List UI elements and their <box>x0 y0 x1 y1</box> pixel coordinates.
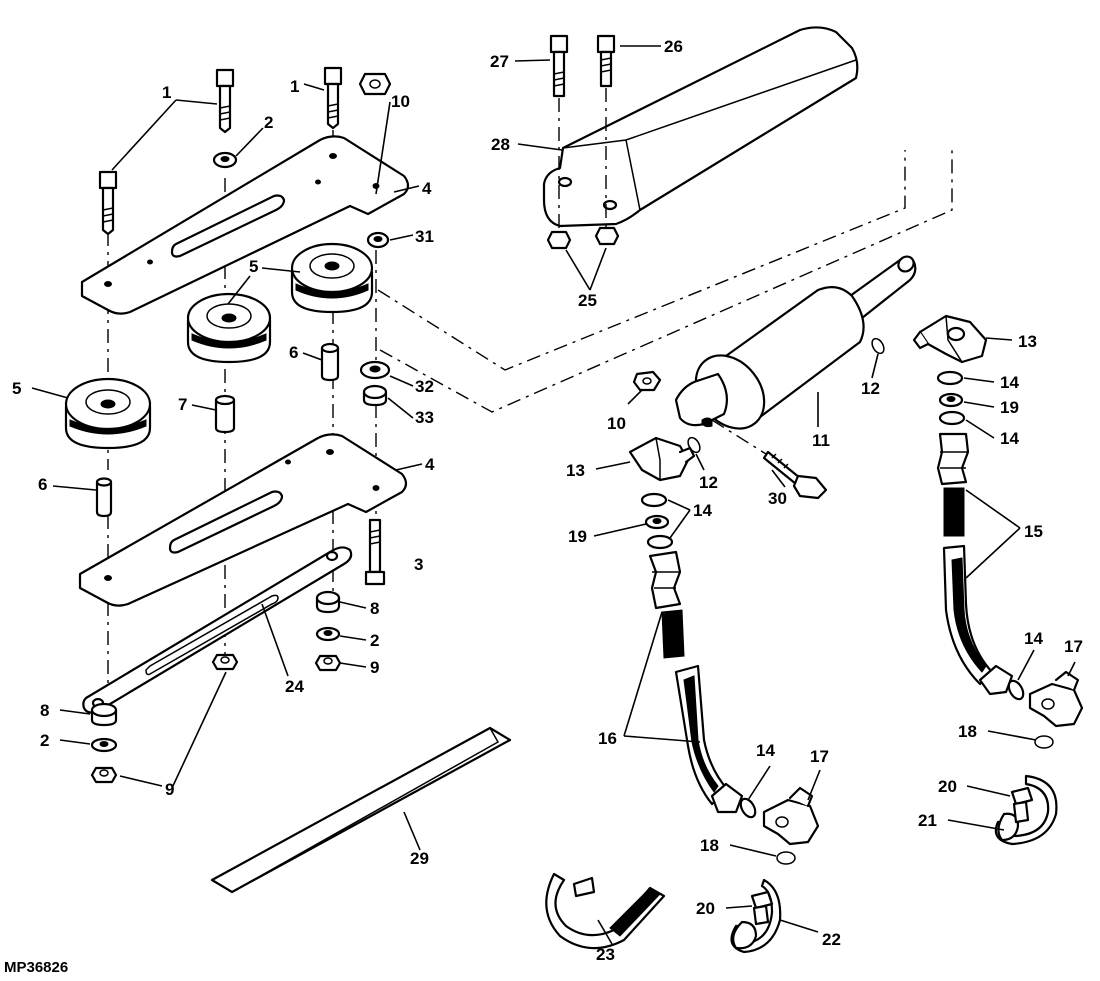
callout-7: 7 <box>178 395 187 414</box>
callout-1-a: 1 <box>162 83 171 102</box>
callout-27: 27 <box>490 52 509 71</box>
middle-nut <box>211 653 239 671</box>
callout-2-upper: 2 <box>264 113 273 132</box>
callout-14-right-b: 14 <box>1000 429 1019 448</box>
bolt-26 <box>596 34 616 228</box>
callout-2-left: 2 <box>40 731 49 750</box>
elbow-fitting-left <box>628 436 696 482</box>
lower-left-hardware <box>90 702 118 784</box>
callout-4-lower: 4 <box>425 455 435 474</box>
screw-20-right <box>1010 786 1034 824</box>
callout-16: 16 <box>598 729 617 748</box>
callout-14-lower-left: 14 <box>756 741 775 760</box>
callout-14-right-a: 14 <box>1000 373 1019 392</box>
callout-11: 11 <box>812 431 830 450</box>
callout-30: 30 <box>768 489 787 508</box>
pulley-left <box>64 377 152 450</box>
callout-31: 31 <box>415 227 434 246</box>
callout-17-left: 17 <box>810 747 829 766</box>
small-hardware-upper <box>212 72 392 249</box>
bolts-1 <box>98 66 343 236</box>
callout-12-right: 12 <box>861 379 880 398</box>
bolt-27 <box>549 34 569 230</box>
callout-25: 25 <box>578 291 597 310</box>
callout-20-right: 20 <box>938 777 957 796</box>
callout-18-right: 18 <box>958 722 977 741</box>
screw-20-left <box>750 890 774 926</box>
callout-6-upper: 6 <box>289 343 298 362</box>
callout-3: 3 <box>414 555 423 574</box>
lower-mounting-bracket <box>78 433 408 607</box>
pulley-middle <box>186 292 272 364</box>
callout-10-upper: 10 <box>391 92 410 111</box>
callout-1-b: 1 <box>290 77 299 96</box>
callout-5-a: 5 <box>249 257 258 276</box>
callout-8-right: 8 <box>370 599 379 618</box>
callout-4-upper: 4 <box>422 179 432 198</box>
tie-strap <box>545 872 666 950</box>
callout-18-left: 18 <box>700 836 719 855</box>
bolt-3 <box>364 518 386 586</box>
left-hose-end-fitting <box>739 786 820 865</box>
callout-13-right: 13 <box>1018 332 1037 351</box>
callout-14-lower-right: 14 <box>1024 629 1043 648</box>
callout-26: 26 <box>664 37 683 56</box>
callout-21: 21 <box>918 811 937 830</box>
callout-20-left: 20 <box>696 899 715 918</box>
callout-28: 28 <box>491 135 510 154</box>
slotted-adjusting-plate <box>82 546 353 714</box>
lower-right-hardware <box>314 590 342 672</box>
callout-23: 23 <box>596 945 615 964</box>
figure-id: MP36826 <box>4 959 68 976</box>
callout-14-left: 14 <box>693 501 712 520</box>
fuel-filter <box>674 255 917 430</box>
filter-nut <box>632 370 662 392</box>
callout-15: 15 <box>1024 522 1043 541</box>
callout-17-right: 17 <box>1064 637 1083 656</box>
washers-32-33 <box>359 360 391 407</box>
callout-24: 24 <box>285 677 304 696</box>
right-hose-end-fitting <box>1007 670 1084 749</box>
belt <box>210 726 512 894</box>
callout-labels: 1 1 2 10 4 31 5 5 5 6 6 7 32 33 4 3 8 2 … <box>12 37 1083 964</box>
callout-5-c: 5 <box>12 379 21 398</box>
callout-33: 33 <box>415 408 434 427</box>
upper-mounting-bracket <box>80 135 410 315</box>
cover-shield <box>542 26 859 228</box>
callout-19-right: 19 <box>1000 398 1019 417</box>
callout-10-filter: 10 <box>607 414 626 433</box>
callout-12-left: 12 <box>699 473 718 492</box>
callout-13-left: 13 <box>566 461 585 480</box>
callout-22: 22 <box>822 930 841 949</box>
callout-32: 32 <box>415 377 434 396</box>
callout-6-lower: 6 <box>38 475 47 494</box>
nuts-25 <box>546 226 620 250</box>
right-washers <box>936 370 966 426</box>
pulley-upper-right <box>290 242 374 314</box>
hose-right <box>936 432 1014 696</box>
callout-29: 29 <box>410 849 429 868</box>
callout-2-right: 2 <box>370 631 379 650</box>
callout-19-left: 19 <box>568 527 587 546</box>
leader-lines <box>31 45 1076 945</box>
left-washers <box>640 492 674 550</box>
elbow-fitting-right <box>912 314 988 364</box>
callout-9-left: 9 <box>165 780 174 799</box>
spacers <box>95 342 340 518</box>
bolt-30 <box>711 419 828 500</box>
hose-left <box>648 550 744 814</box>
callout-8-left: 8 <box>40 701 49 720</box>
callout-9-right: 9 <box>370 658 379 677</box>
